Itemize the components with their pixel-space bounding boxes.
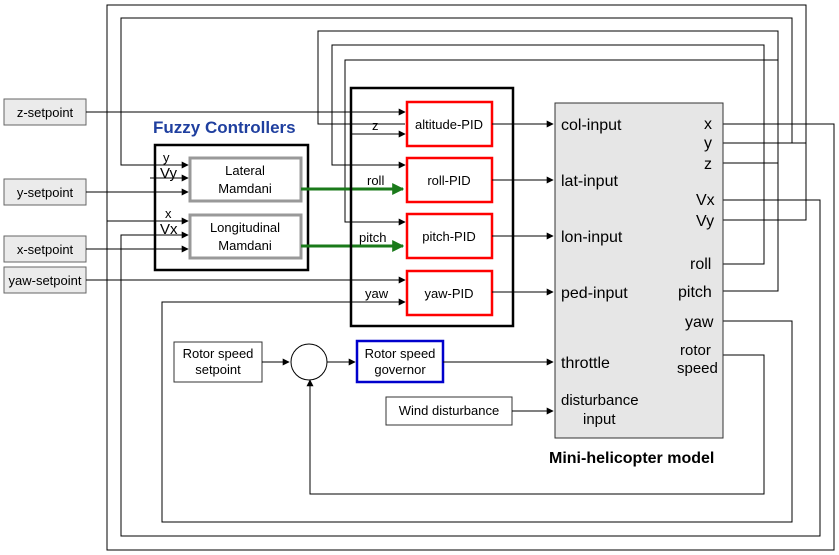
setpoint-blocks: z-setpoint y-setpoint x-setpoint yaw-set… <box>3 98 87 294</box>
rotor-speed-setpoint-block <box>173 341 263 383</box>
model-output-y: y <box>704 135 712 152</box>
pid-input-yaw: yaw <box>365 286 389 301</box>
pitch-feedback-wire <box>344 59 779 292</box>
rotor-setpoint-line1: Rotor speed <box>183 346 254 361</box>
model-col-input: col-input <box>561 117 622 134</box>
pid-input-roll: roll <box>367 173 384 188</box>
helicopter-model: col-input lat-input lon-input ped-input … <box>549 102 724 467</box>
y-setpoint-label: y-setpoint <box>17 185 74 200</box>
pid-input-pitch: pitch <box>359 230 386 245</box>
longitudinal-line1: Longitudinal <box>210 220 280 235</box>
z-setpoint-label: z-setpoint <box>17 105 74 120</box>
governor-line2: governor <box>374 362 426 377</box>
yaw-pid-block <box>405 269 494 317</box>
altitude-pid-label: altitude-PID <box>415 117 483 132</box>
model-output-pitch: pitch <box>678 284 712 301</box>
fuzzy-input-vx: Vx <box>160 221 178 238</box>
model-lon-input: lon-input <box>561 229 623 246</box>
vx-feedback-wire <box>120 199 821 537</box>
pid-output-wires <box>492 120 554 296</box>
rotor-speed-governor-block <box>355 339 445 384</box>
model-output-rotor-line2: speed <box>677 360 718 377</box>
lateral-line1: Lateral <box>225 163 265 178</box>
model-output-yaw: yaw <box>685 314 714 331</box>
yaw-setpoint-label: yaw-setpoint <box>9 273 82 288</box>
model-title: Mini-helicopter model <box>549 450 714 467</box>
rotor-speed-loop: Rotor speed setpoint Rotor speed governo… <box>173 339 554 426</box>
pid-input-z: z <box>372 118 379 133</box>
model-output-vy: Vy <box>696 213 714 230</box>
model-lat-input: lat-input <box>561 173 618 190</box>
pitch-pid-label: pitch-PID <box>422 229 475 244</box>
pid-controllers: altitude-PID roll-PID pitch-PID yaw-PID … <box>349 86 515 328</box>
roll-feedback-wire <box>331 44 765 265</box>
summing-junction <box>290 343 328 381</box>
fuzzy-frame <box>153 143 310 272</box>
model-block <box>554 102 724 439</box>
roll-pid-block <box>405 156 494 204</box>
model-throttle-input: throttle <box>561 355 610 372</box>
model-ped-input: ped-input <box>561 285 628 302</box>
model-output-rotor-line1: rotor <box>680 342 711 359</box>
lateral-mamdani-block <box>188 156 303 203</box>
feedback-wires <box>106 4 835 551</box>
fuzzy-input-y: y <box>163 150 170 165</box>
lateral-line2: Mamdani <box>218 181 272 196</box>
x-setpoint-label: x-setpoint <box>17 242 74 257</box>
x-feedback-wire <box>106 4 835 551</box>
pid-frame <box>349 86 515 328</box>
roll-pid-label: roll-PID <box>427 173 470 188</box>
rotor-speed-feedback-wire <box>306 354 765 495</box>
rotor-setpoint-line2: setpoint <box>195 362 241 377</box>
model-output-vx: Vx <box>696 192 715 209</box>
model-output-x: x <box>704 116 712 133</box>
model-output-z: z <box>704 156 712 173</box>
longitudinal-mamdani-block <box>188 213 303 260</box>
wind-disturbance-label: Wind disturbance <box>399 403 499 418</box>
governor-line1: Rotor speed <box>365 346 436 361</box>
model-output-roll: roll <box>690 256 711 273</box>
longitudinal-line2: Mamdani <box>218 238 272 253</box>
yaw-feedback-wire <box>161 298 793 523</box>
model-disturbance-line2: input <box>583 411 616 428</box>
fuzzy-input-vy: Vy <box>160 165 177 182</box>
fuzzy-title: Fuzzy Controllers <box>153 118 296 137</box>
yaw-pid-label: yaw-PID <box>424 286 473 301</box>
z-feedback-wire <box>317 30 779 164</box>
altitude-pid-block <box>405 100 494 148</box>
model-disturbance-line1: disturbance <box>561 392 639 409</box>
fuzzy-controllers: Fuzzy Controllers Lateral Mamdani Longit… <box>153 118 310 272</box>
y-feedback-wire <box>120 17 793 169</box>
vy-feedback-wire <box>723 143 807 221</box>
fuzzy-input-x: x <box>165 206 172 221</box>
